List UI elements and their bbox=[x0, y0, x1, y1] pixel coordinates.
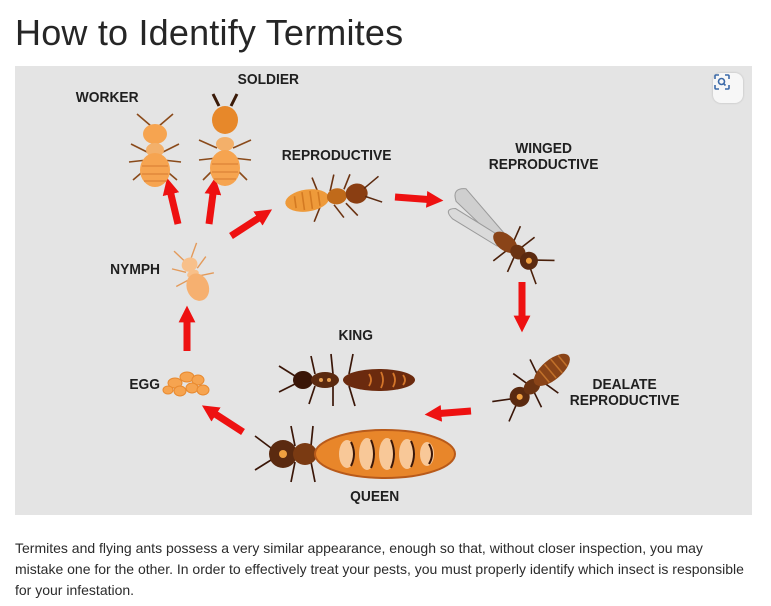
worker-termite-illustration bbox=[128, 113, 182, 187]
king-termite-illustration bbox=[278, 353, 415, 407]
arrow-reproductive-to-winged bbox=[394, 190, 444, 208]
intro-paragraph: Termites and flying ants possess a very … bbox=[15, 540, 744, 598]
label-worker: WORKER bbox=[75, 89, 139, 106]
queen-termite-illustration bbox=[254, 425, 456, 483]
arrow-nymph-to-soldier bbox=[204, 177, 222, 225]
arrow-queen-to-egg bbox=[201, 405, 245, 435]
dealate-reproductive-illustration bbox=[492, 353, 570, 422]
arrow-dealate-to-queen bbox=[424, 404, 472, 422]
lifecycle-diagram bbox=[128, 93, 570, 483]
page-title: How to Identify Termites bbox=[15, 12, 404, 53]
label-egg: EGG bbox=[129, 376, 161, 393]
arrow-nymph-to-reproductive bbox=[229, 209, 273, 239]
label-soldier: SOLDIER bbox=[237, 71, 300, 88]
arrow-nymph-to-worker bbox=[162, 177, 182, 225]
visual-search-icon bbox=[714, 74, 730, 90]
reproductive-termite-illustration bbox=[285, 174, 383, 223]
label-queen: QUEEN bbox=[350, 488, 400, 505]
label-king: KING bbox=[338, 327, 374, 344]
nymph-termite-illustration bbox=[171, 242, 214, 301]
label-nymph: NYMPH bbox=[110, 261, 161, 278]
winged-reproductive-illustration bbox=[447, 188, 555, 285]
label-reproductive: REPRODUCTIVE bbox=[281, 147, 392, 164]
termite-lifecycle-figure: WORKER SOLDIER REPRODUCTIVE WINGED REPRO… bbox=[15, 66, 752, 515]
soldier-termite-illustration bbox=[198, 93, 252, 186]
visual-search-button[interactable] bbox=[713, 73, 743, 103]
egg-cluster-illustration bbox=[162, 371, 210, 397]
label-dealate-reproductive: DEALATE REPRODUCTIVE bbox=[569, 376, 680, 409]
cycle-arrows bbox=[162, 177, 531, 435]
label-winged-reproductive: WINGED REPRODUCTIVE bbox=[488, 140, 599, 173]
